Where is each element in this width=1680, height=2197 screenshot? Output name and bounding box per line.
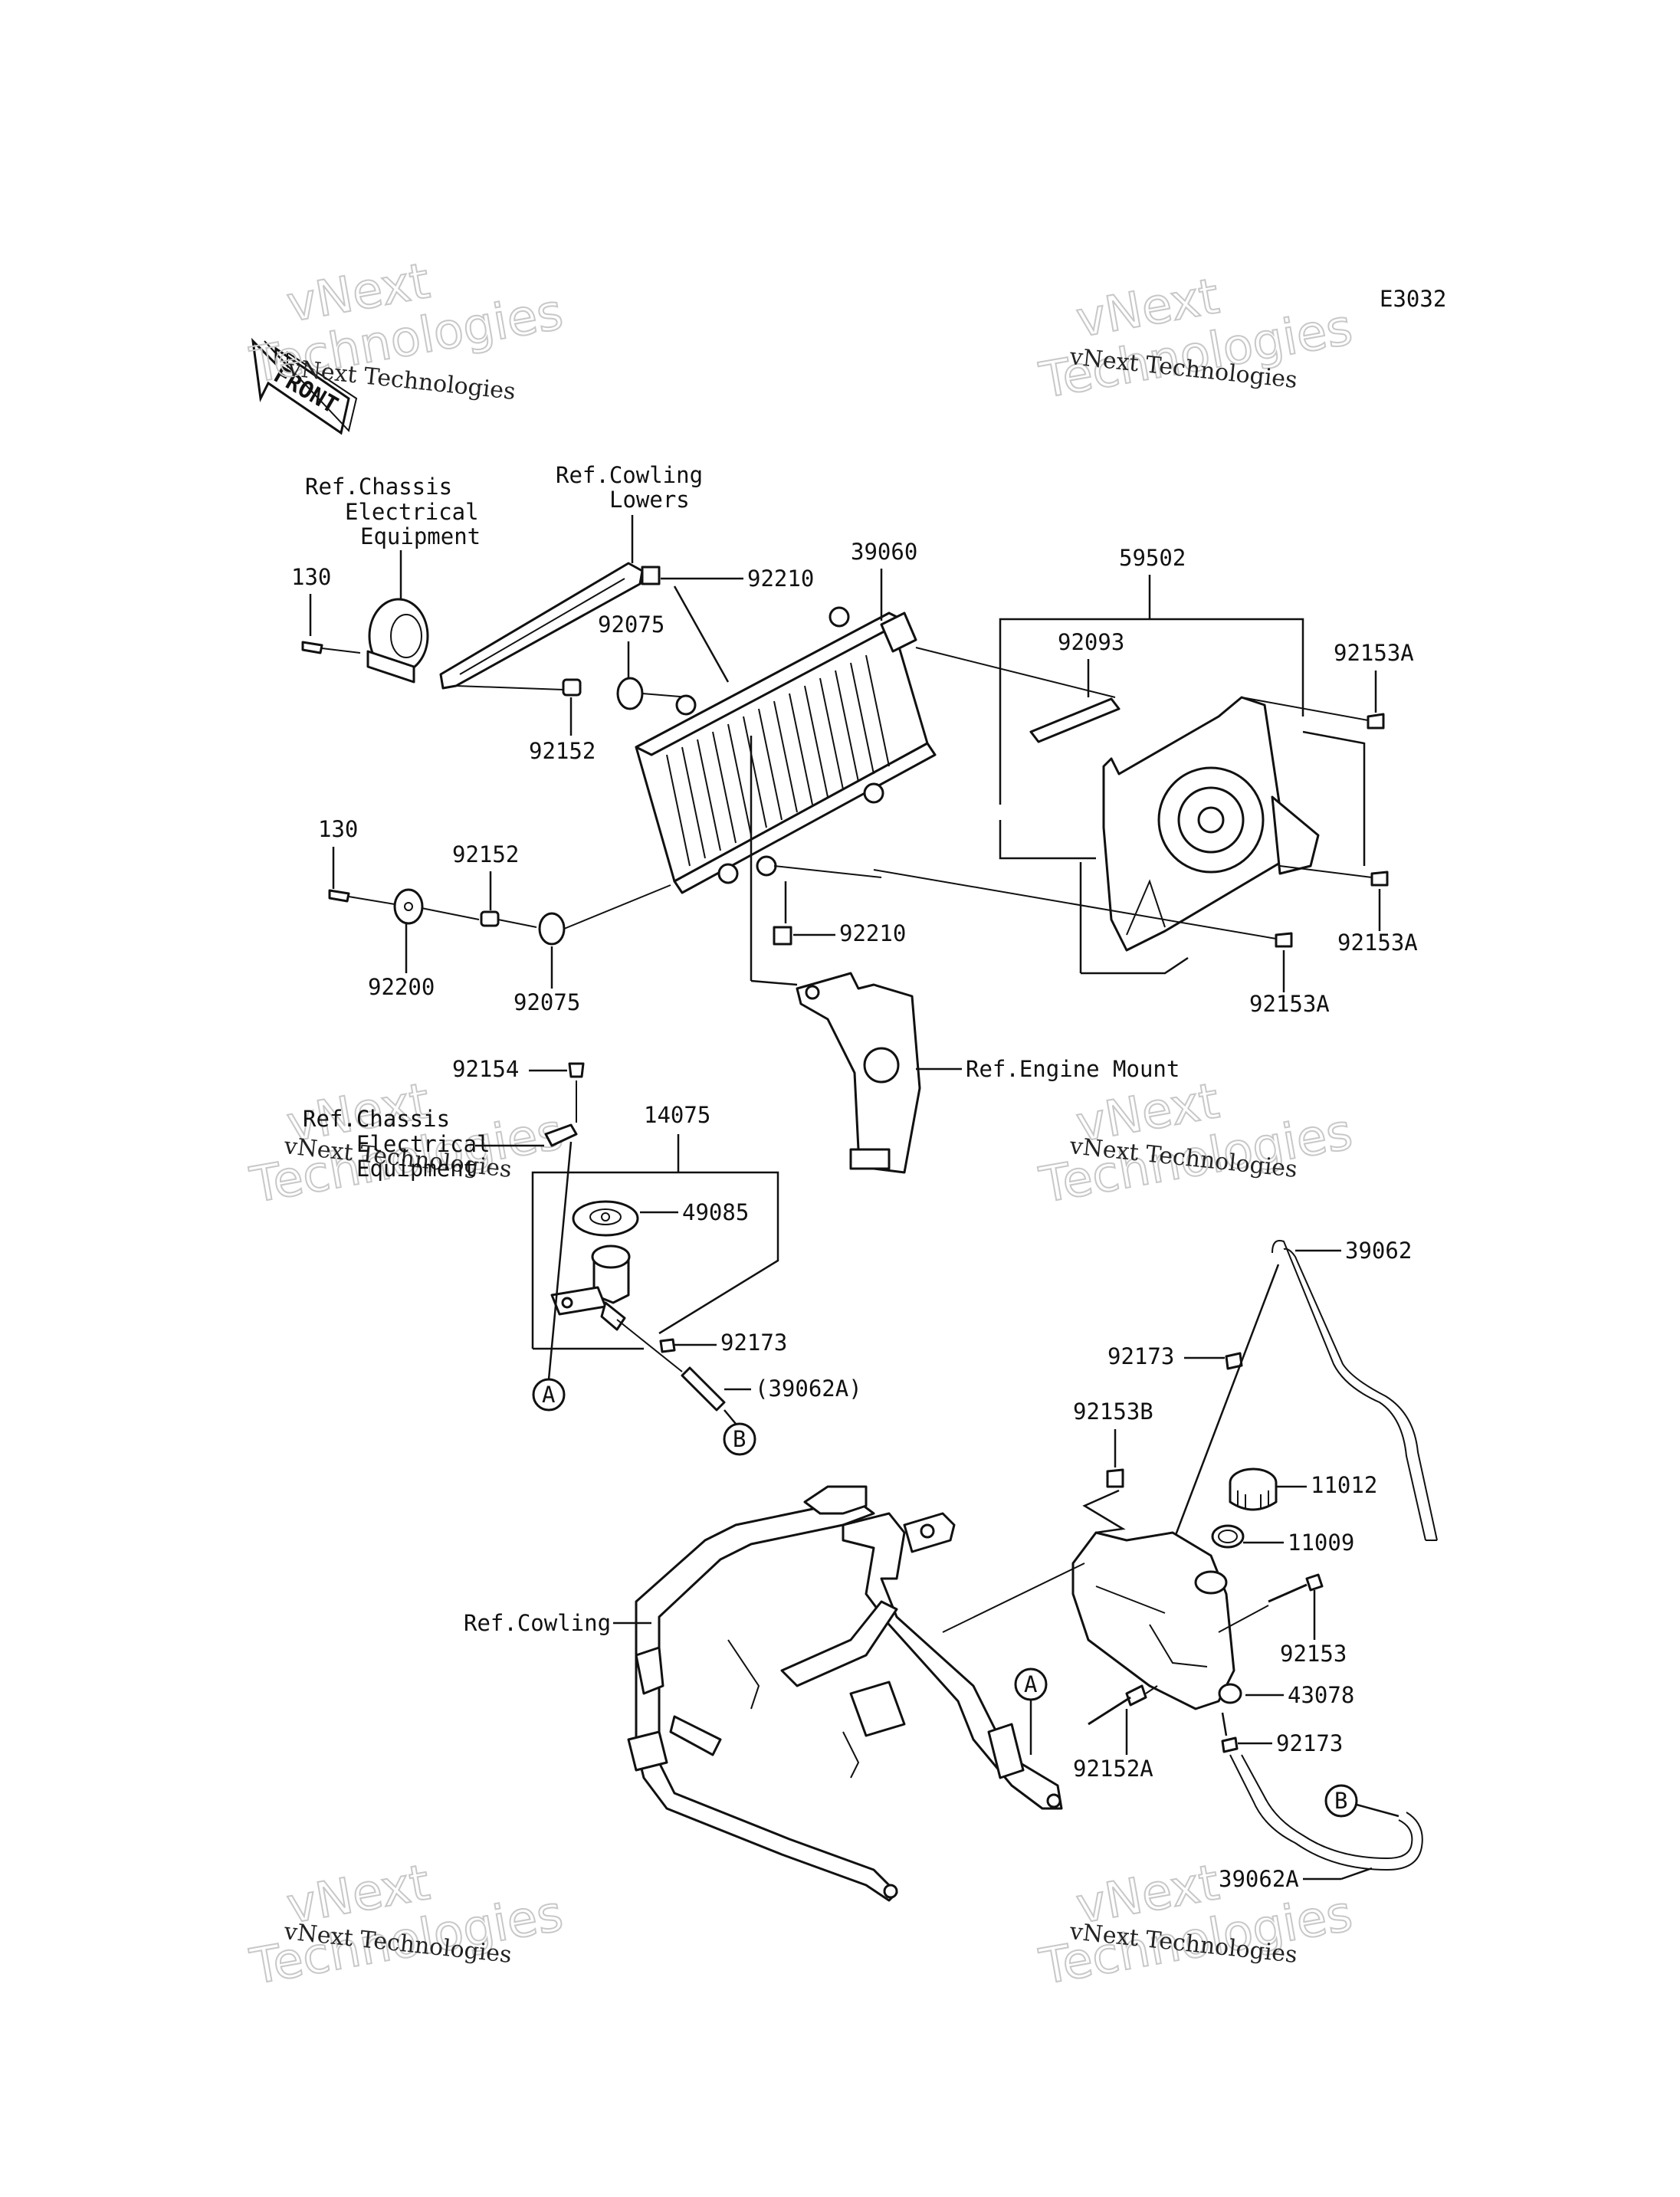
ref-cowling-lowers[interactable]: Ref.Cowling Lowers xyxy=(556,462,703,513)
bolt-130-top[interactable] xyxy=(301,641,361,654)
part-92173-a[interactable]: 92173 xyxy=(720,1330,787,1356)
part-92153A-3[interactable]: 92153A xyxy=(1249,991,1330,1017)
bolt-92152A[interactable] xyxy=(1088,1684,1147,1726)
ref-cowling[interactable]: Ref.Cowling xyxy=(464,1610,611,1636)
part-92200[interactable]: 92200 xyxy=(368,974,435,1000)
ref-chassis-electrical-2[interactable]: Ref.Chassis Electrical Equipment xyxy=(303,1106,491,1182)
part-43078[interactable]: 43078 xyxy=(1288,1682,1354,1708)
svg-text:Equipment: Equipment xyxy=(360,523,481,549)
clamp-92173-c[interactable] xyxy=(1221,1736,1239,1753)
collar-92152-bottom[interactable] xyxy=(480,910,500,927)
svg-text:Ref.Cowling: Ref.Cowling xyxy=(556,462,703,488)
clamp-part[interactable] xyxy=(544,1123,578,1147)
part-130-bottom[interactable]: 130 xyxy=(318,816,358,842)
hose-39062A-short[interactable] xyxy=(681,1366,726,1412)
filler-neck-14075[interactable] xyxy=(550,1244,631,1331)
part-92173-b[interactable]: 92173 xyxy=(1107,1343,1174,1369)
part-92152-top[interactable]: 92152 xyxy=(529,738,596,764)
part-92153A-2[interactable]: 92153A xyxy=(1337,930,1418,956)
part-92152A[interactable]: 92152A xyxy=(1073,1756,1153,1782)
part-92153A-1[interactable]: 92153A xyxy=(1334,640,1414,666)
svg-text:Electrical: Electrical xyxy=(345,499,479,525)
svg-text:B: B xyxy=(733,1426,746,1452)
ref-circle-b-1[interactable]: B xyxy=(723,1422,756,1456)
bolt-92153A-1[interactable] xyxy=(1367,713,1385,730)
svg-text:A: A xyxy=(542,1382,555,1408)
part-92075-top[interactable]: 92075 xyxy=(598,612,664,638)
svg-text:Ref.Chassis: Ref.Chassis xyxy=(305,474,452,500)
part-39062A[interactable]: 39062A xyxy=(1219,1866,1299,1892)
clamp-92173-b[interactable] xyxy=(1225,1352,1243,1370)
part-92153B[interactable]: 92153B xyxy=(1073,1399,1153,1425)
hose-39062[interactable] xyxy=(1271,1240,1438,1541)
grommet-92075-bottom[interactable] xyxy=(538,912,566,946)
radiator-39060[interactable] xyxy=(635,606,937,894)
svg-text:Equipment: Equipment xyxy=(356,1156,477,1182)
part-92152-bottom[interactable]: 92152 xyxy=(452,841,519,867)
engine-mount-bracket[interactable] xyxy=(796,972,921,1174)
bracket-bar[interactable] xyxy=(439,562,644,690)
part-130-top[interactable]: 130 xyxy=(291,564,331,590)
fan-shroud-59502[interactable] xyxy=(1102,696,1320,952)
washer-92200[interactable] xyxy=(393,888,424,925)
cap-11012[interactable] xyxy=(1229,1467,1278,1511)
hose-39062A[interactable] xyxy=(1229,1754,1423,1871)
ref-circle-b-2[interactable]: B xyxy=(1324,1784,1358,1818)
svg-text:Ref.Chassis: Ref.Chassis xyxy=(303,1106,450,1132)
clip-92210-bottom[interactable] xyxy=(773,926,792,946)
part-92210-bottom[interactable]: 92210 xyxy=(839,920,906,946)
part-92093[interactable]: 92093 xyxy=(1058,629,1124,655)
ref-circle-a-2[interactable]: A xyxy=(1014,1667,1048,1701)
part-92210-top[interactable]: 92210 xyxy=(747,566,814,592)
reservoir-tank-43078[interactable] xyxy=(1071,1531,1242,1710)
gasket-11009[interactable] xyxy=(1211,1524,1245,1549)
part-92075-bottom[interactable]: 92075 xyxy=(514,989,580,1015)
part-92173-c[interactable]: 92173 xyxy=(1276,1730,1343,1756)
grommet-92075-top[interactable] xyxy=(616,677,644,710)
cowling-stay-frame[interactable] xyxy=(627,1485,1063,1902)
part-11009[interactable]: 11009 xyxy=(1288,1530,1354,1556)
bolt-92154[interactable] xyxy=(568,1062,585,1078)
part-92154[interactable]: 92154 xyxy=(452,1056,519,1082)
part-49085[interactable]: 49085 xyxy=(682,1199,749,1225)
part-59502[interactable]: 59502 xyxy=(1119,545,1186,571)
pad-92093[interactable] xyxy=(1029,697,1121,743)
ref-engine-mount[interactable]: Ref.Engine Mount xyxy=(966,1056,1180,1082)
ref-circle-a-1[interactable]: A xyxy=(532,1378,566,1412)
part-39062[interactable]: 39062 xyxy=(1345,1238,1412,1264)
radiator-cap-49085[interactable] xyxy=(572,1200,639,1237)
ref-chassis-electrical-1[interactable]: Ref.Chassis Electrical Equipment xyxy=(305,474,481,549)
bolt-92153B[interactable] xyxy=(1106,1468,1124,1488)
bolt-92153A-2[interactable] xyxy=(1370,871,1389,887)
clamp-92173-a[interactable] xyxy=(659,1338,676,1353)
bolt-92153[interactable] xyxy=(1268,1573,1324,1603)
part-11012[interactable]: 11012 xyxy=(1311,1472,1377,1498)
bolt-130-bottom[interactable] xyxy=(328,889,350,903)
part-14075[interactable]: 14075 xyxy=(644,1102,710,1128)
part-39060[interactable]: 39060 xyxy=(851,539,917,565)
svg-text:A: A xyxy=(1024,1671,1037,1697)
clip-92210-top[interactable] xyxy=(641,566,661,585)
diagram-code: E3032 xyxy=(1380,286,1446,312)
svg-text:Lowers: Lowers xyxy=(609,487,690,513)
bolt-92153A-3[interactable] xyxy=(1275,932,1293,948)
collar-92152-top[interactable] xyxy=(562,678,582,697)
part-39062A-paren[interactable]: (39062A) xyxy=(755,1376,862,1402)
horn-part[interactable] xyxy=(366,598,429,684)
part-92153[interactable]: 92153 xyxy=(1280,1641,1347,1667)
svg-text:B: B xyxy=(1334,1788,1347,1814)
svg-text:Electrical: Electrical xyxy=(356,1131,491,1157)
